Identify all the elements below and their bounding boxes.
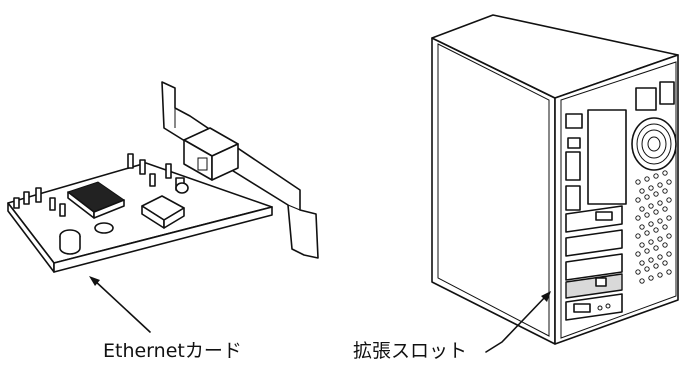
vent-hole [635,251,641,257]
vent-hole [662,206,668,212]
vent-hole [639,278,645,284]
vent-hole [653,191,659,197]
vent-hole [662,170,668,176]
vent-hole [657,218,663,224]
vent-hole [639,188,645,194]
vent-hole [639,206,645,212]
expansion-slot-pointer [485,291,551,353]
vent-hole [662,224,668,230]
vent-hole [657,182,663,188]
parallel-port [565,185,581,211]
vent-hole [635,269,641,275]
vent-hole [666,197,672,203]
vent-hole [644,248,650,254]
vent-hole [666,215,672,221]
vent-hole [635,179,641,185]
ps2-ports [565,113,583,129]
usb-port [567,137,581,149]
vent-hole [644,266,650,272]
vent-hole [657,200,663,206]
vent-hole [657,272,663,278]
vent-hole [648,185,654,191]
vent-hole [653,209,659,215]
expansion-slot [565,229,623,257]
vent-holes [635,170,672,284]
vent-hole [653,245,659,251]
vent-hole [666,251,672,257]
power-connector [635,87,657,111]
vent-hole [657,254,663,260]
crystal-oscillator [94,222,114,234]
expansion-slot [565,253,623,281]
vent-hole [644,176,650,182]
vent-hole [653,173,659,179]
ethernet-card-label: Ethernetカード [103,340,242,362]
vent-hole [666,269,672,275]
vent-hole [648,257,654,263]
vent-hole [662,260,668,266]
fan-grille [631,117,677,171]
small-capacitors [13,153,189,217]
vent-hole [644,212,650,218]
vent-hole [653,263,659,269]
vent-hole [635,197,641,203]
vent-hole [666,233,672,239]
vent-hole [644,194,650,200]
expansion-slots [565,205,623,321]
io-panel [587,109,627,205]
vent-hole [644,230,650,236]
vent-hole [635,215,641,221]
vent-hole [662,188,668,194]
vent-hole [648,221,654,227]
vent-hole [648,239,654,245]
ethernet-card-pointer [89,276,151,333]
serial-port [565,151,581,181]
vent-hole [648,203,654,209]
vent-hole [666,179,672,185]
expansion-slot-ethernet-installed [565,273,623,299]
expansion-slot [565,293,623,321]
vent-hole [653,227,659,233]
ethernet-card-illustration [7,81,319,273]
power-switch [659,81,675,105]
vent-hole [639,242,645,248]
pc-tower-illustration [431,14,679,345]
vent-hole [635,233,641,239]
vent-hole [639,224,645,230]
vent-hole [639,260,645,266]
expansion-slot-label: 拡張スロット [353,340,468,362]
vent-hole [657,236,663,242]
vent-hole [648,275,654,281]
card-pcb-edge-front [53,206,273,273]
vent-hole [662,242,668,248]
